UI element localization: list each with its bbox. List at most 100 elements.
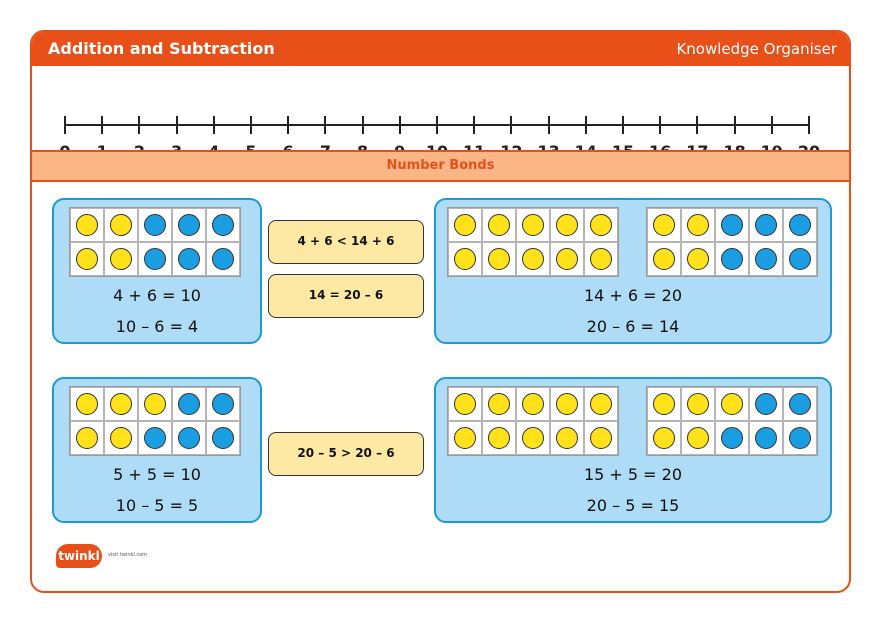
ten-frame — [447, 207, 619, 277]
bond-card-5-plus-5: 5 + 5 = 10 10 – 5 = 5 — [52, 377, 262, 523]
blue-counter-icon — [721, 427, 743, 449]
yellow-counter-icon — [110, 214, 132, 236]
ten-frame-cell — [70, 387, 104, 421]
ten-frame-cell — [206, 387, 240, 421]
blue-counter-icon — [755, 248, 777, 270]
yellow-counter-icon — [522, 214, 544, 236]
yellow-counter-icon — [556, 214, 578, 236]
yellow-counter-icon — [556, 248, 578, 270]
blue-counter-icon — [212, 248, 234, 270]
number-line-tick — [473, 116, 476, 134]
yellow-counter-icon — [110, 427, 132, 449]
ten-frame-cell — [584, 421, 618, 455]
number-line-tick — [808, 116, 810, 134]
bond-card-4-plus-6: 4 + 6 = 10 10 – 6 = 4 — [52, 198, 262, 344]
yellow-counter-icon — [76, 214, 98, 236]
number-line-tick — [510, 116, 513, 134]
number-line-tick — [287, 116, 290, 134]
yellow-counter-icon — [488, 393, 510, 415]
page-subtitle: Knowledge Organiser — [676, 40, 837, 58]
ten-frame-cell — [647, 208, 681, 242]
ten-frame-cell — [516, 421, 550, 455]
ten-frame-cell — [172, 208, 206, 242]
blue-counter-icon — [178, 427, 200, 449]
yellow-counter-icon — [454, 393, 476, 415]
yellow-counter-icon — [522, 248, 544, 270]
ten-frame-cell — [647, 421, 681, 455]
ten-frame-cell — [138, 387, 172, 421]
yellow-counter-icon — [590, 248, 612, 270]
addition-equation: 4 + 6 = 10 — [113, 286, 201, 305]
ten-frame-cell — [448, 242, 482, 276]
ten-frame — [69, 207, 241, 277]
addition-equation: 15 + 5 = 20 — [583, 465, 683, 484]
ten-frame-cell — [681, 387, 715, 421]
knowledge-organiser-sheet: Addition and Subtraction Knowledge Organ… — [30, 30, 851, 593]
comparison-box: 14 = 20 – 6 — [268, 274, 424, 318]
ten-frame-cell — [647, 387, 681, 421]
blue-counter-icon — [212, 427, 234, 449]
ten-frame-cell — [516, 208, 550, 242]
ten-frame-cell — [550, 208, 584, 242]
ten-frame-cell — [206, 242, 240, 276]
yellow-counter-icon — [653, 393, 675, 415]
yellow-counter-icon — [76, 248, 98, 270]
yellow-counter-icon — [556, 393, 578, 415]
number-line-tick — [622, 116, 624, 134]
bond-card-14-plus-6: 14 + 6 = 20 20 – 6 = 14 — [434, 198, 832, 344]
ten-frame-cell — [783, 242, 817, 276]
ten-frame-cell — [482, 421, 516, 455]
subtraction-equation: 10 – 6 = 4 — [115, 317, 199, 336]
yellow-counter-icon — [653, 214, 675, 236]
yellow-counter-icon — [488, 427, 510, 449]
yellow-counter-icon — [590, 393, 612, 415]
title-bar: Addition and Subtraction Knowledge Organ… — [32, 32, 849, 66]
yellow-counter-icon — [144, 393, 166, 415]
blue-counter-icon — [178, 214, 200, 236]
yellow-counter-icon — [590, 214, 612, 236]
yellow-counter-icon — [76, 393, 98, 415]
ten-frame-cell — [715, 242, 749, 276]
ten-frame-cell — [550, 421, 584, 455]
ten-frame-cell — [104, 242, 138, 276]
blue-counter-icon — [178, 248, 200, 270]
ten-frame-cell — [715, 421, 749, 455]
blue-counter-icon — [789, 393, 811, 415]
ten-frame-cell — [104, 387, 138, 421]
ten-frame-cell — [749, 387, 783, 421]
ten-frame — [646, 207, 818, 277]
yellow-counter-icon — [454, 427, 476, 449]
blue-counter-icon — [212, 393, 234, 415]
ten-frame-cell — [172, 421, 206, 455]
ten-frame-cell — [70, 421, 104, 455]
section-band: Number Bonds — [32, 150, 849, 182]
number-line-tick — [212, 116, 215, 134]
blue-counter-icon — [721, 214, 743, 236]
yellow-counter-icon — [110, 393, 132, 415]
blue-counter-icon — [755, 214, 777, 236]
ten-frame-cell — [783, 387, 817, 421]
yellow-counter-icon — [522, 427, 544, 449]
blue-counter-icon — [755, 427, 777, 449]
yellow-counter-icon — [653, 248, 675, 270]
ten-frame-cell — [482, 242, 516, 276]
yellow-counter-icon — [590, 427, 612, 449]
yellow-counter-icon — [556, 427, 578, 449]
twinkl-logo-icon: twinkl — [56, 544, 102, 568]
website-link[interactable]: visit twinkl.com — [108, 552, 148, 558]
ten-frame-cell — [715, 387, 749, 421]
ten-frame-cell — [104, 208, 138, 242]
ten-frame-cell — [783, 208, 817, 242]
blue-counter-icon — [789, 427, 811, 449]
yellow-counter-icon — [488, 248, 510, 270]
blue-counter-icon — [144, 248, 166, 270]
yellow-counter-icon — [488, 214, 510, 236]
blue-counter-icon — [212, 214, 234, 236]
comparison-box: 4 + 6 < 14 + 6 — [268, 220, 424, 264]
ten-frame-cell — [516, 387, 550, 421]
ten-frame-cell — [206, 421, 240, 455]
ten-frame — [646, 386, 818, 456]
ten-frame-cell — [681, 242, 715, 276]
ten-frame-cell — [482, 208, 516, 242]
number-line-tick — [64, 116, 66, 134]
